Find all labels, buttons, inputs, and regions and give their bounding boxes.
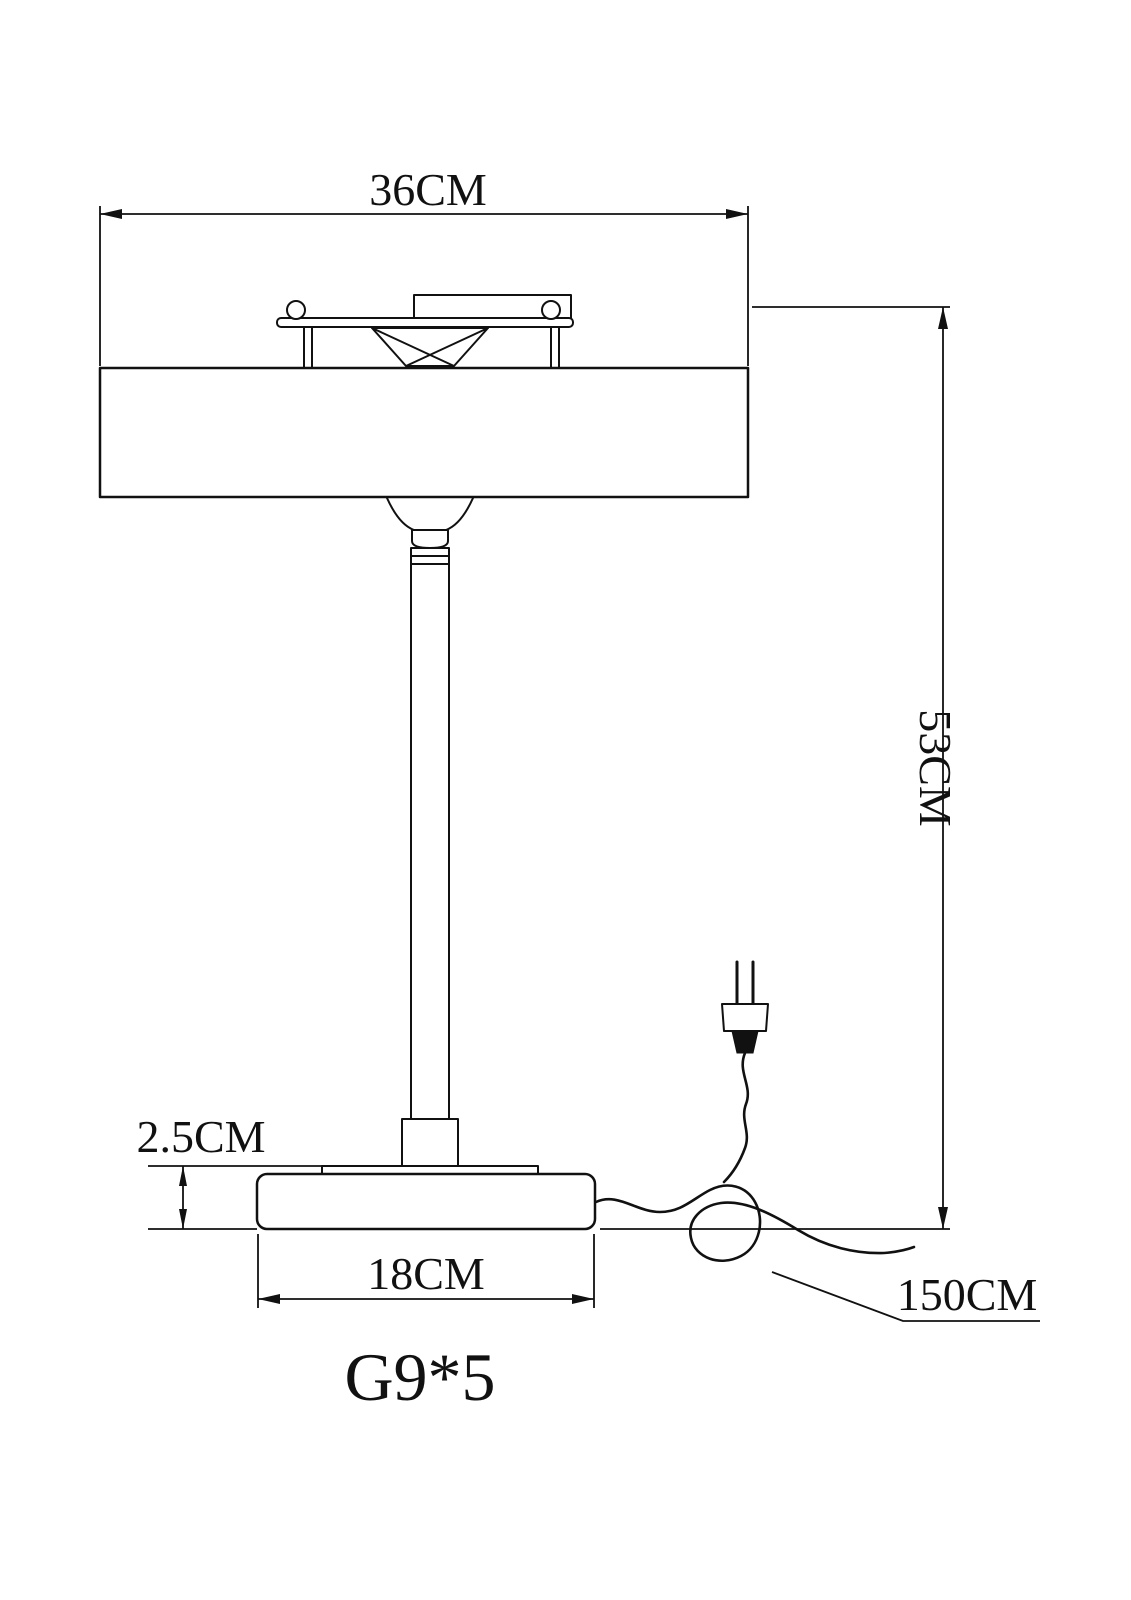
support-leg-right — [550, 326, 560, 369]
arrowhead-left — [100, 209, 122, 219]
arrowhead-bottom — [938, 1207, 948, 1229]
funnel-cup — [411, 529, 449, 549]
dimension-overall-height: 53CM — [600, 306, 961, 1230]
cord-length-label: 150CM — [897, 1269, 1038, 1320]
arrowhead-bottom — [179, 1209, 187, 1229]
finial-ball-right — [541, 300, 561, 320]
power-cord — [594, 1051, 916, 1262]
bulb-spec-label: G9*5 — [344, 1339, 495, 1415]
stem-bottom-collar — [401, 1118, 459, 1167]
funnel-right-curve — [445, 497, 474, 531]
arrowhead-top — [938, 307, 948, 329]
stem-column — [410, 547, 450, 1120]
cord-loop-path — [594, 1184, 916, 1262]
base-body — [255, 1172, 597, 1231]
plug-prongs — [735, 960, 755, 1006]
dimension-base-diameter: 18CM — [257, 1234, 595, 1308]
shade-top-fitting — [276, 294, 574, 369]
dimension-cord-length: 150CM — [771, 1269, 1040, 1322]
arrowhead-left — [258, 1294, 280, 1304]
center-cone-truss — [371, 327, 489, 367]
dimension-base-thickness: 2.5CM — [136, 1111, 322, 1230]
dimension-shade-width: 36CM — [99, 164, 749, 366]
lamp-shade — [98, 366, 750, 499]
arrowhead-right — [726, 209, 748, 219]
funnel-left-curve — [386, 497, 415, 531]
cord-to-plug-path — [722, 1051, 749, 1184]
base-thickness-label: 2.5CM — [136, 1111, 265, 1162]
lamp-base — [255, 1165, 597, 1231]
shade-width-label: 36CM — [369, 164, 487, 215]
finial-ball-left — [286, 300, 306, 320]
arrowhead-right — [572, 1294, 594, 1304]
stem-joint-lines — [410, 555, 450, 565]
plug-body — [721, 1003, 769, 1032]
leader-line — [771, 1271, 1040, 1322]
shade-drum — [98, 366, 750, 499]
lamp-stem — [386, 497, 474, 1167]
base-diameter-label: 18CM — [367, 1248, 485, 1299]
overall-height-label: 53CM — [910, 709, 961, 827]
plug-neck — [731, 1030, 759, 1054]
top-support-bar — [276, 317, 574, 328]
arrowhead-top — [179, 1166, 187, 1186]
power-plug — [721, 960, 769, 1054]
support-leg-left — [303, 326, 313, 369]
